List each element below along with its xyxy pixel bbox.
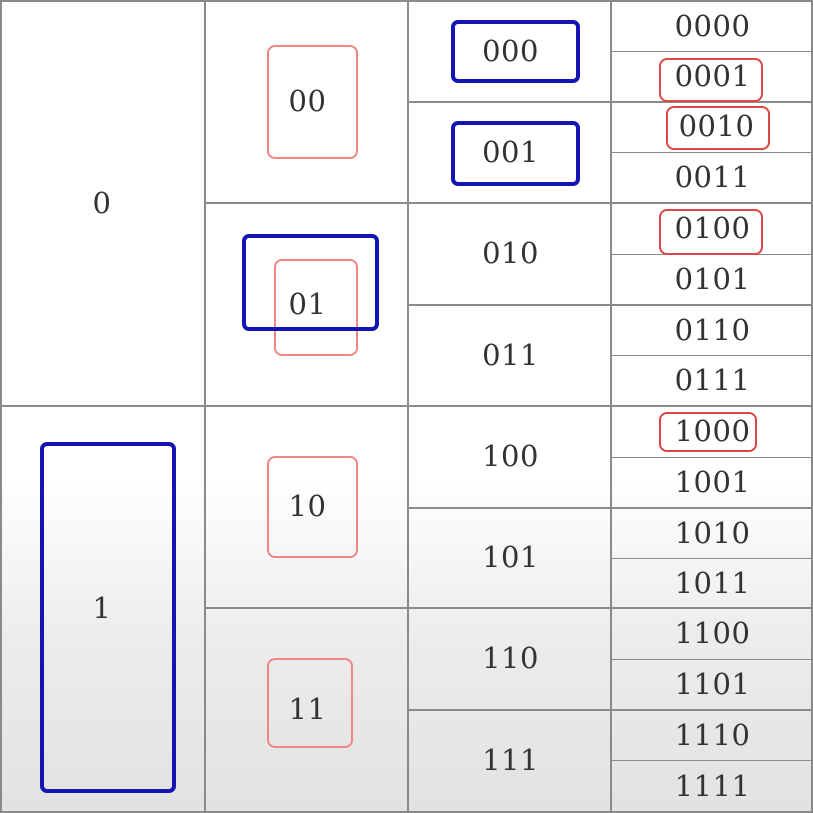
grid-line [610,355,813,356]
cell-001: 001 [482,134,539,169]
cell-1101: 1101 [674,667,751,701]
grid-line [407,507,813,509]
red-box-11 [267,658,353,748]
red-box-0001 [659,58,763,102]
grid-line [610,457,813,458]
cell-000: 000 [482,33,539,68]
grid-line [407,709,813,711]
cell-011: 011 [482,337,539,372]
grid-line [204,202,813,204]
cell-0000: 0000 [674,8,751,43]
grid-line [407,101,813,103]
cell-0010: 0010 [678,108,755,143]
cell-0101: 0101 [674,262,751,296]
cell-1011: 1011 [674,565,751,600]
cell-0011: 0011 [674,160,751,194]
cell-1: 1 [92,590,112,625]
red-box-01 [274,259,358,356]
grid-line [610,558,813,559]
cell-1110: 1110 [674,717,751,752]
cell-1100: 1100 [674,616,751,650]
grid-line [0,405,813,407]
red-box-1000 [659,412,757,452]
blue-box-1 [40,442,176,793]
cell-10: 10 [288,489,327,523]
cell-101: 101 [482,540,539,574]
grid-line [0,811,813,813]
cell-1010: 1010 [674,515,751,550]
cell-00: 00 [288,84,327,118]
cell-0110: 0110 [674,312,751,347]
grid-line [610,51,813,52]
cell-100: 100 [482,439,539,473]
blue-box-01 [242,234,379,331]
cell-1111: 1111 [674,769,751,803]
cell-0100: 0100 [674,211,751,245]
grid-line [610,152,813,153]
red-box-10 [267,456,358,558]
blue-box-000 [451,20,580,83]
cell-01: 01 [288,286,327,321]
cell-0001: 0001 [674,59,751,93]
cell-1001: 1001 [674,465,751,499]
cell-0111: 0111 [674,363,751,397]
red-box-00 [267,45,358,159]
cell-0: 0 [92,185,112,220]
cell-1000: 1000 [674,414,751,448]
cell-111: 111 [482,742,539,777]
cell-010: 010 [482,236,539,270]
grid-line [610,659,813,660]
red-box-0010 [666,106,770,150]
grid-line [610,760,813,761]
cell-110: 110 [482,641,539,675]
grid-line [407,304,813,306]
red-box-0100 [659,209,763,255]
grid-line [0,0,813,2]
blue-box-001 [451,121,580,186]
grid-line [204,607,813,609]
cell-11: 11 [288,691,327,726]
